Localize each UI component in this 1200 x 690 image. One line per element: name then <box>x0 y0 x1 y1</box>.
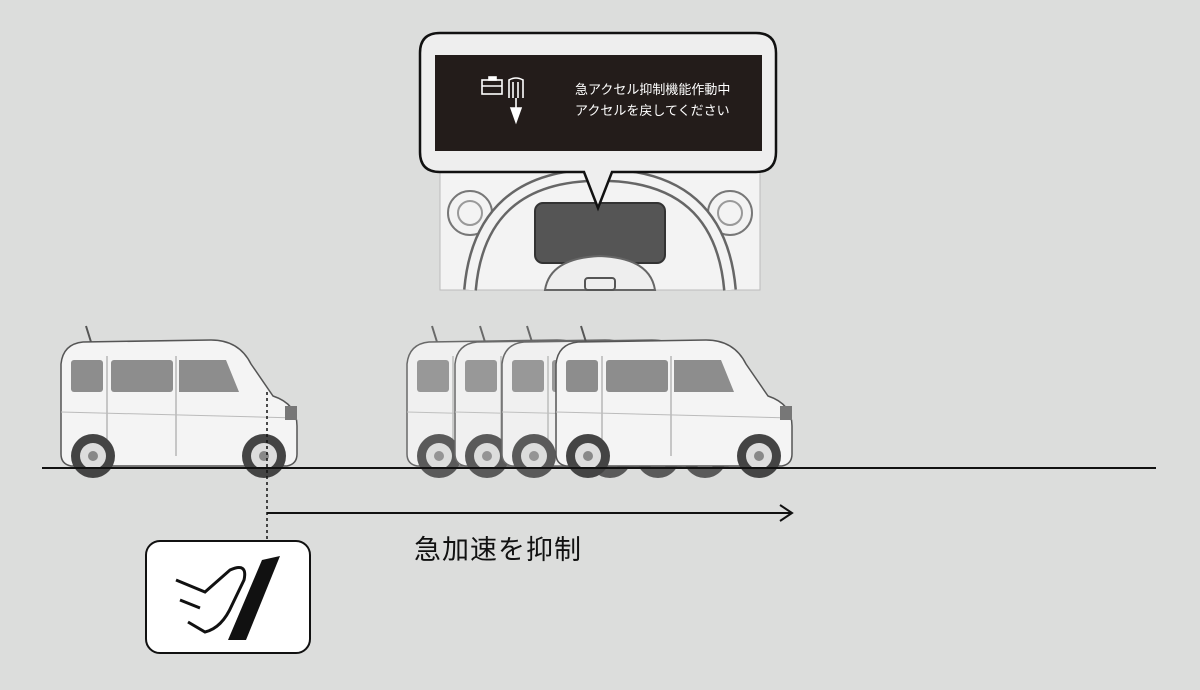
suppression-arrow <box>267 504 794 522</box>
van-after <box>555 325 793 479</box>
foot-on-pedal-icon <box>145 540 311 654</box>
display-message: 急アクセル抑制機能作動中 アクセルを戻してください <box>575 80 730 122</box>
display-line-1: 急アクセル抑制機能作動中 <box>575 83 731 98</box>
accelerator-release-icon <box>481 76 524 125</box>
display-line-2: アクセルを戻してください <box>575 104 730 119</box>
caption-label: 急加速を抑制 <box>414 535 582 566</box>
display-callout-bubble <box>418 31 778 212</box>
instrument-display-screen <box>435 55 762 151</box>
van-before <box>60 325 298 479</box>
